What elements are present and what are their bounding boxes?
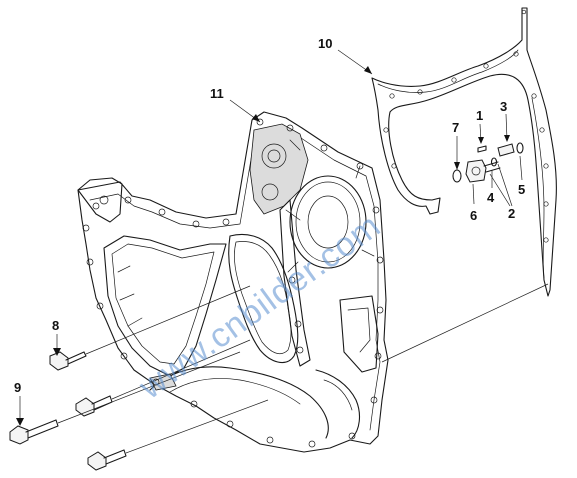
part-7-seal-ring (452, 169, 462, 183)
callout-7: 7 (452, 120, 459, 135)
part-6-sensor-body (465, 159, 487, 183)
callout-6: 6 (470, 208, 477, 223)
gasket (371, 7, 557, 297)
bolt-9 (9, 419, 59, 445)
callout-1: 1 (476, 108, 483, 123)
part-2-bolt (483, 161, 501, 173)
callout-11: 11 (210, 86, 224, 101)
part-1-pin (477, 145, 487, 153)
callout-9: 9 (14, 380, 21, 395)
callout-2: 2 (508, 206, 515, 221)
gear-housing (77, 111, 389, 453)
small-parts-assembly (452, 142, 524, 183)
callout-4: 4 (487, 190, 495, 205)
bolt-middle (75, 395, 113, 417)
callout-3: 3 (500, 99, 507, 114)
callout-arrows (16, 49, 523, 426)
bolt-8 (49, 351, 87, 371)
callout-5: 5 (518, 182, 525, 197)
part-3-fitting (497, 143, 515, 157)
callout-10: 10 (318, 36, 332, 51)
callout-labels: 1 2 3 4 5 6 7 8 9 10 11 (14, 36, 525, 395)
part-5-oring (516, 142, 524, 154)
assembly-leader-lines (57, 283, 549, 454)
part-4-washer (490, 157, 498, 167)
callout-8: 8 (52, 318, 59, 333)
watermark: www.cnbilder.com (132, 206, 388, 407)
bolt-lower (87, 449, 127, 471)
